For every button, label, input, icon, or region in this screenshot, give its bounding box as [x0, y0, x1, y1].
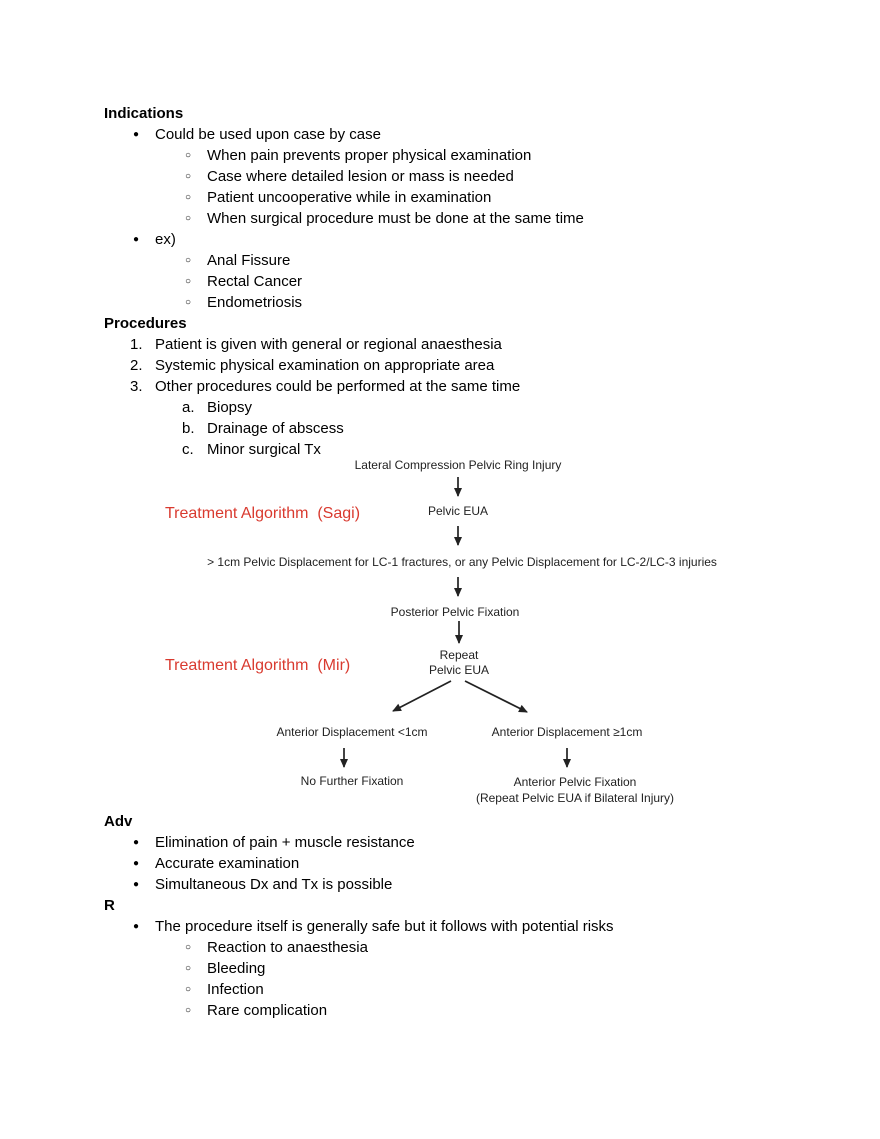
doc-line-text: Accurate examination: [155, 855, 300, 872]
circle-bullet-icon: ○: [185, 255, 192, 266]
doc-line: ○ Rare complication: [104, 1000, 844, 1021]
doc-line-text: Patient uncooperative while in examinati…: [207, 189, 492, 206]
bullet-icon: ●: [133, 234, 140, 245]
doc-line-text: When pain prevents proper physical exami…: [207, 147, 532, 164]
doc-line: ○ When pain prevents proper physical exam…: [104, 145, 844, 166]
circle-bullet-icon: ○: [185, 942, 192, 953]
doc-line-text: ex): [155, 231, 176, 248]
arrow-repeat-to-right: [464, 680, 528, 713]
flowchart-label-sagi: Treatment Algorithm (Sagi): [165, 505, 361, 522]
bullet-icon: ●: [133, 879, 140, 890]
list-number: 1.: [130, 336, 143, 353]
heading-text: Indications: [104, 105, 184, 122]
doc-line: 2. Systemic physical examination on appro…: [104, 355, 844, 376]
bullet-icon: ●: [133, 921, 140, 932]
doc-line-text: Endometriosis: [207, 294, 303, 311]
doc-line-text: Could be used upon case by case: [155, 126, 381, 143]
doc-line: ○ Patient uncooperative while in examinat…: [104, 187, 844, 208]
doc-line: a. Biopsy: [104, 397, 844, 418]
doc-line: ● Accurate examination: [104, 853, 844, 874]
doc-line-text: Patient is given with general or regiona…: [155, 336, 502, 353]
flowchart-node-right-result: Anterior Pelvic Fixation (Repeat Pelvic E…: [476, 774, 674, 806]
doc-line: ○ Case where detailed lesion or mass is n…: [104, 166, 844, 187]
flowchart-node-posterior-fixation: Posterior Pelvic Fixation: [390, 605, 520, 619]
circle-bullet-icon: ○: [185, 1005, 192, 1016]
flowchart-label-mir: Treatment Algorithm (Mir): [165, 657, 351, 674]
list-number: 3.: [130, 378, 143, 395]
heading-procedures: Procedures: [104, 313, 844, 334]
doc-line: ● Elimination of pain + muscle resistance: [104, 832, 844, 853]
doc-line-text: Simultaneous Dx and Tx is possible: [155, 876, 393, 893]
doc-line-text: The procedure itself is generally safe b…: [155, 918, 614, 935]
right-result-line1: Anterior Pelvic Fixation: [513, 775, 637, 789]
circle-bullet-icon: ○: [185, 213, 192, 224]
flowchart-node-root: Lateral Compression Pelvic Ring Injury: [354, 458, 562, 472]
bullet-icon: ●: [133, 858, 140, 869]
doc-line: ● ex): [104, 229, 844, 250]
heading-text: Procedures: [104, 315, 187, 332]
repeat-line2: Pelvic EUA: [428, 663, 490, 677]
doc-line: ● The procedure itself is generally safe …: [104, 916, 844, 937]
list-letter: b.: [182, 420, 195, 437]
doc-line-text: Infection: [207, 981, 264, 998]
flowchart-node-left-result: No Further Fixation: [300, 774, 404, 788]
right-result-line2: (Repeat Pelvic EUA if Bilateral Injury): [475, 791, 675, 805]
doc-line-text: Drainage of abscess: [207, 420, 344, 437]
doc-line: ○ When surgical procedure must be done at…: [104, 208, 844, 229]
circle-bullet-icon: ○: [185, 150, 192, 161]
doc-line: ○ Rectal Cancer: [104, 271, 844, 292]
list-letter: c.: [182, 441, 194, 458]
circle-bullet-icon: ○: [185, 276, 192, 287]
circle-bullet-icon: ○: [185, 171, 192, 182]
flowchart-arrows: [340, 477, 571, 768]
flowchart-node-criterion: > 1cm Pelvic Displacement for LC-1 fract…: [207, 555, 717, 569]
section-indications-procedures: Indications ● Could be used upon case by …: [104, 103, 844, 460]
doc-line-text: Bleeding: [207, 960, 266, 977]
circle-bullet-icon: ○: [185, 963, 192, 974]
doc-line-text: Rectal Cancer: [207, 273, 303, 290]
repeat-line1: Repeat: [439, 648, 479, 662]
doc-line: 1. Patient is given with general or regio…: [104, 334, 844, 355]
heading-text: R: [104, 897, 115, 914]
flowchart-node-right-condition: Anterior Displacement ≥1cm: [491, 725, 643, 739]
circle-bullet-icon: ○: [185, 192, 192, 203]
list-number: 2.: [130, 357, 143, 374]
doc-line-text: When surgical procedure must be done at …: [207, 210, 584, 227]
bullet-icon: ●: [133, 129, 140, 140]
treatment-algorithm-flowchart: Lateral Compression Pelvic Ring Injury T…: [0, 458, 880, 811]
heading-adv: Adv: [104, 811, 844, 832]
doc-line: ● Could be used upon case by case: [104, 124, 844, 145]
doc-line: b. Drainage of abscess: [104, 418, 844, 439]
arrow-repeat-to-left: [392, 680, 452, 712]
doc-line: ○ Anal Fissure: [104, 250, 844, 271]
doc-line: ○ Endometriosis: [104, 292, 844, 313]
doc-line-text: Rare complication: [207, 1002, 328, 1019]
circle-bullet-icon: ○: [185, 297, 192, 308]
doc-line-text: Systemic physical examination on appropr…: [155, 357, 495, 374]
doc-line: ● Simultaneous Dx and Tx is possible: [104, 874, 844, 895]
doc-line: 3. Other procedures could be performed at…: [104, 376, 844, 397]
doc-line-text: Minor surgical Tx: [207, 441, 321, 458]
doc-line-text: Case where detailed lesion or mass is ne…: [207, 168, 514, 185]
section-adv-risks: Adv ● Elimination of pain + muscle resist…: [104, 811, 844, 1021]
doc-line: ○ Reaction to anaesthesia: [104, 937, 844, 958]
circle-bullet-icon: ○: [185, 984, 192, 995]
doc-line: ○ Infection: [104, 979, 844, 1000]
doc-line-text: Other procedures could be performed at t…: [155, 378, 521, 395]
list-letter: a.: [182, 399, 195, 416]
heading-indications: Indications: [104, 103, 844, 124]
flowchart-node-pelvic-eua: Pelvic EUA: [427, 504, 489, 518]
doc-line: ○ Bleeding: [104, 958, 844, 979]
flowchart-node-left-condition: Anterior Displacement <1cm: [276, 725, 428, 739]
doc-line-text: Reaction to anaesthesia: [207, 939, 368, 956]
doc-line-text: Anal Fissure: [207, 252, 291, 269]
bullet-icon: ●: [133, 837, 140, 848]
doc-line-text: Biopsy: [207, 399, 253, 416]
heading-r: R: [104, 895, 844, 916]
doc-line: c. Minor surgical Tx: [104, 439, 844, 460]
heading-text: Adv: [104, 813, 133, 830]
doc-line-text: Elimination of pain + muscle resistance: [155, 834, 415, 851]
